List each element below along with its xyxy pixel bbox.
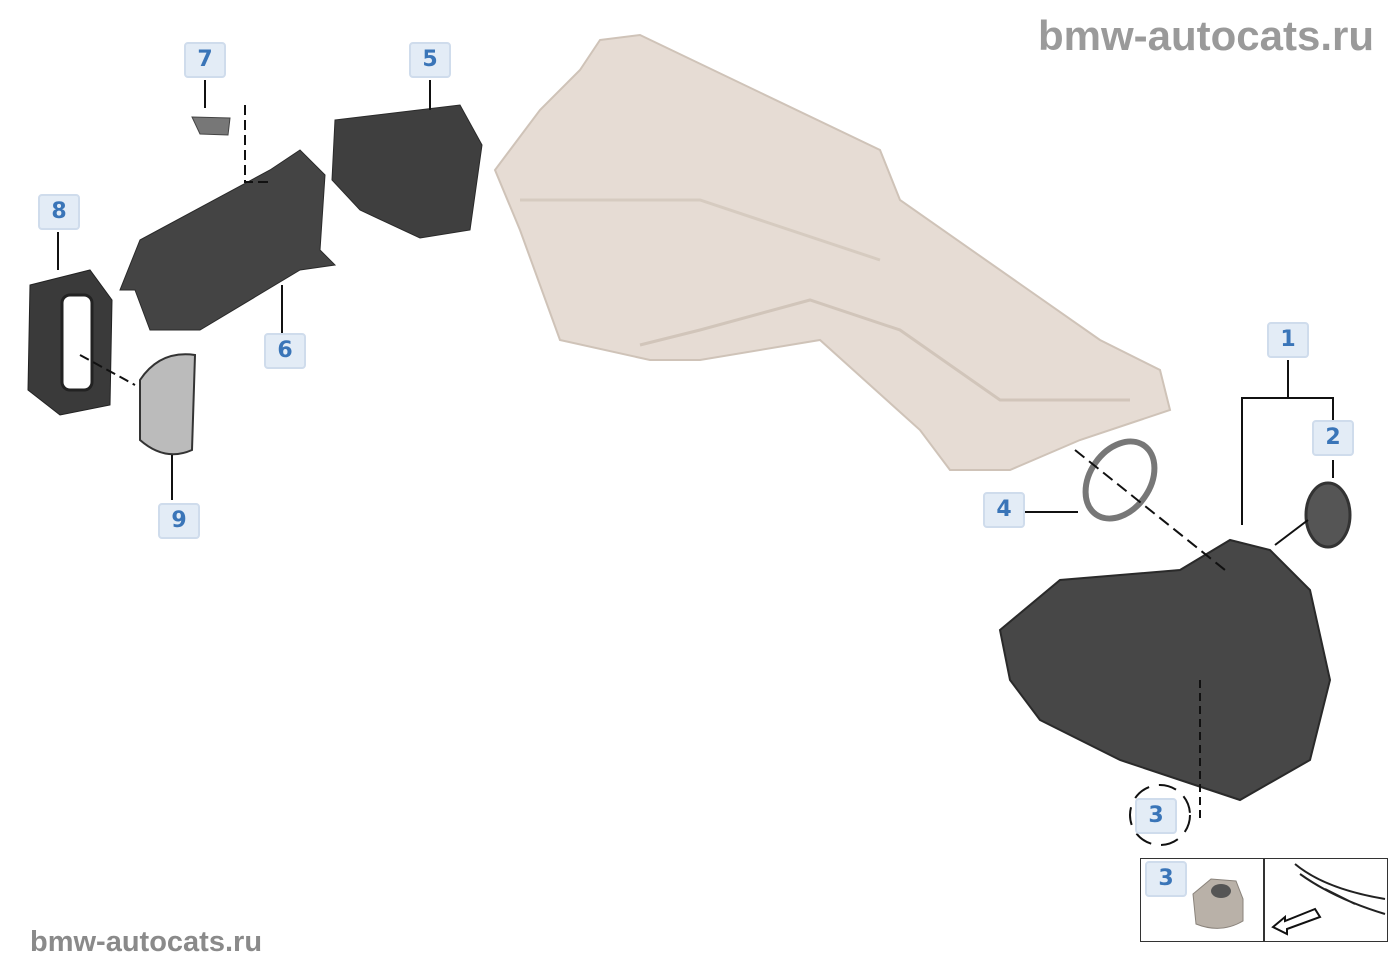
callout-8[interactable]: 8 [38,194,80,230]
vehicle-front-icon [1271,863,1386,936]
callout-6[interactable]: 6 [264,333,306,369]
air-filter-housing [493,33,1172,471]
inset-callout-3[interactable]: 3 [1145,861,1187,897]
leader-lines [57,80,1334,820]
part-7-pad [191,116,231,136]
callout-1[interactable]: 1 [1267,322,1309,358]
inset-divider [1263,859,1265,941]
intake-pipe [998,538,1332,802]
part-6-intake-duct [119,149,337,331]
part-4-clamp [1082,438,1158,522]
inset-panel: 3 [1140,858,1388,942]
watermark-top: bmw-autocats.ru [1037,12,1374,59]
callout-7[interactable]: 7 [184,42,226,78]
watermark-bottom: bmw-autocats.ru [30,926,263,958]
callout-3[interactable]: 3 [1135,798,1177,834]
part-9-grille [139,353,197,456]
callout-9[interactable]: 9 [158,503,200,539]
callout-4[interactable]: 4 [983,492,1025,528]
callout-2[interactable]: 2 [1312,420,1354,456]
callout-5[interactable]: 5 [409,42,451,78]
part-2-ring [1304,481,1352,549]
part-5-air-duct [331,104,483,239]
hex-nut-icon [1192,878,1244,929]
